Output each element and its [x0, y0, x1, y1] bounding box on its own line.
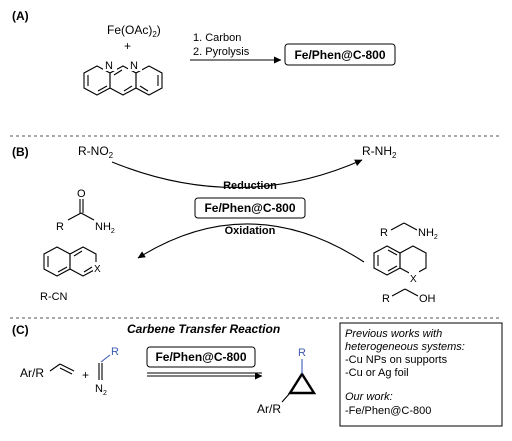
reagent-plus: +: [124, 39, 131, 53]
diazo-structure: R N2: [95, 346, 119, 397]
product-box: [284, 43, 396, 66]
panel-b-label: (B): [12, 145, 29, 159]
panel-c: (C) Carbene Transfer Reaction Ar/R + R N…: [12, 322, 503, 427]
notes-line-1: Previous works with: [345, 328, 442, 340]
alcohol-r: R: [382, 293, 390, 305]
step-2-label: 2. Pyrolysis: [193, 46, 250, 58]
step-1-label: 1. Carbon: [193, 32, 241, 44]
amine-product: R-NH2: [362, 144, 397, 160]
notes-line-3: -Cu NPs on supports: [345, 354, 448, 366]
diazo-n2: N2: [95, 383, 107, 397]
cyclopropane-structure: R Ar/R: [257, 347, 317, 416]
notes-line-4: -Cu or Ag foil: [345, 367, 409, 379]
catalyst-box-c: [146, 346, 256, 368]
catalyst-box-b-text: Fe/Phen@C-800: [204, 201, 295, 215]
panel-a: (A) Fe(OAc)2) + N N 1. Carbon 2. Pyrolys…: [12, 9, 396, 96]
thq-x: X: [410, 274, 417, 285]
oxidation-arrow: [137, 223, 365, 263]
diazo-r: R: [111, 346, 119, 358]
product-label: Ar/R: [257, 402, 281, 416]
phen-n-right: N: [130, 60, 138, 72]
catalyst-box-b: [194, 197, 306, 219]
notes-line-5: Our work:: [345, 391, 393, 403]
catalyst-box-c-text: Fe/Phen@C-800: [155, 350, 246, 364]
nitrile: R-CN: [40, 291, 68, 303]
iron-acetate-formula: Fe(OAc)2): [107, 23, 161, 39]
carbene-transfer-title: Carbene Transfer Reaction: [127, 322, 280, 336]
alcohol-structure: R OH: [382, 288, 436, 305]
amide-o: O: [77, 188, 86, 200]
notes-line-2: heterogeneous systems:: [345, 341, 465, 353]
alkene-structure: [49, 363, 75, 375]
amine-sm-r: R: [380, 227, 388, 239]
reduction-label: Reduction: [223, 180, 277, 192]
amide-nh2: NH2: [95, 221, 115, 235]
notes-line-6: -Fe/Phen@C-800: [345, 405, 431, 417]
reduction-arrow: [111, 159, 363, 189]
carbene-plus: +: [82, 368, 89, 382]
amide-structure: R O NH2: [56, 188, 115, 235]
phen-n-left: N: [105, 60, 113, 72]
phenanthroline-structure: N N: [83, 59, 163, 96]
amide-r: R: [56, 221, 64, 233]
tetrahydroquinoline-structure: X: [373, 245, 427, 285]
quinoline-x: X: [94, 264, 101, 275]
amine-sm-nh2: NH2: [418, 227, 438, 241]
product-box-text: Fe/Phen@C-800: [294, 48, 385, 62]
oxidation-label: Oxidation: [225, 225, 276, 237]
alkene-label: Ar/R: [20, 366, 44, 380]
notes-box: [339, 322, 503, 427]
quinoline-structure: X: [43, 246, 103, 277]
product-r: R: [298, 347, 306, 359]
panel-a-label: (A): [12, 9, 29, 23]
amine-sm-structure: R NH2: [380, 222, 438, 241]
panel-b: (B) R-NO2 R-NH2 Reduction Fe/Phen@C-800 …: [12, 144, 438, 305]
alcohol-oh: OH: [419, 293, 436, 305]
panel-c-label: (C): [12, 323, 29, 337]
nitro-compound: R-NO2: [78, 144, 114, 160]
